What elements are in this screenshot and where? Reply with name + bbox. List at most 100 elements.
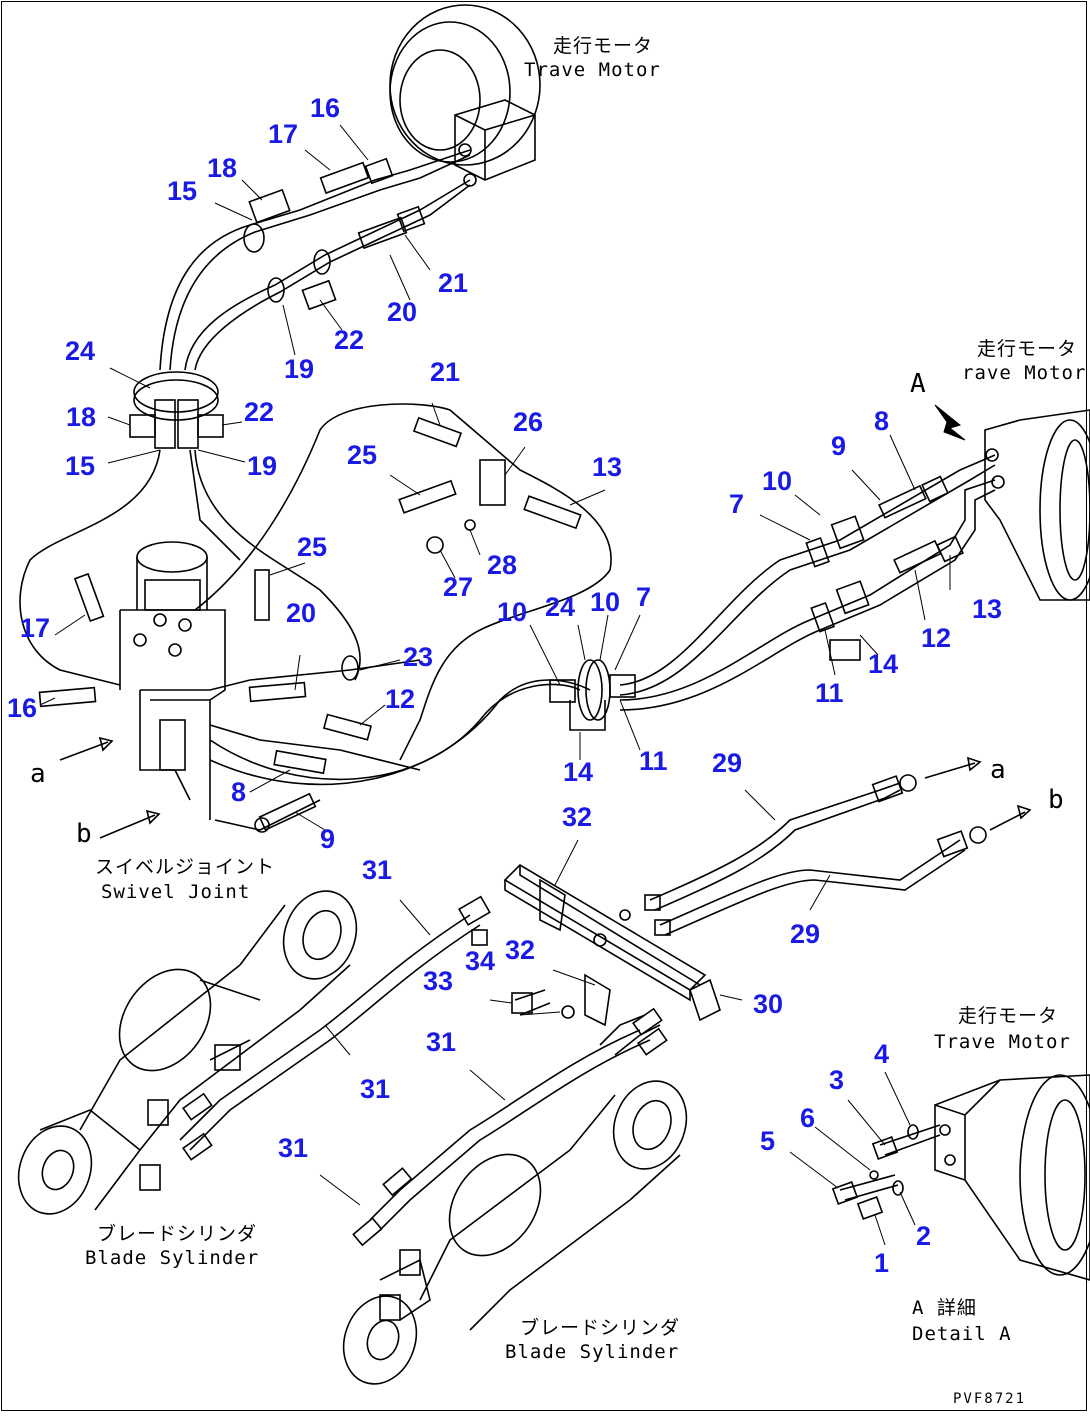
leaders-31	[319, 899, 506, 1206]
part-number: 15	[65, 451, 95, 481]
swivel-joint-label-en: Swivel Joint	[101, 881, 250, 903]
part-number: 5	[760, 1126, 775, 1156]
part-number: 9	[320, 824, 335, 854]
view-a-mark: A	[910, 369, 926, 399]
part-number: 16	[310, 93, 340, 123]
ref-b-mark: b	[76, 819, 92, 849]
part-number: 24	[65, 336, 95, 366]
part-number: 10	[762, 466, 792, 496]
travel-motor-label-en: rave Motor	[962, 362, 1086, 384]
hoses-top	[159, 149, 471, 371]
part-number: 12	[385, 684, 415, 714]
part-number: 26	[513, 407, 543, 437]
part-number: 11	[815, 678, 844, 708]
blade-cylinder-label-jp: ブレードシリンダ	[520, 1316, 680, 1339]
part-number: 20	[387, 297, 417, 327]
hoses-right	[619, 454, 996, 711]
travel-motor-label-jp: 走行モータ	[553, 35, 653, 57]
part-number: 25	[347, 440, 377, 470]
part-number: 7	[729, 489, 744, 519]
travel-motor-label-en: Trave Motor	[524, 59, 661, 81]
reference-marks: A a b a b	[30, 369, 1064, 849]
part-number: 21	[430, 357, 460, 387]
part-number: 30	[753, 989, 783, 1019]
part-number: 10	[590, 587, 620, 617]
leaders-top	[214, 124, 431, 356]
part-number: 33	[423, 966, 453, 996]
view-a-arrow	[934, 404, 966, 441]
part-number: 6	[800, 1103, 815, 1133]
blade-cylinder-left	[17, 890, 358, 1215]
part-number: 23	[403, 642, 433, 672]
travel-motor-label-jp: 走行モータ	[977, 338, 1077, 360]
travel-motor-top	[389, 4, 541, 187]
part-number: 14	[868, 649, 898, 679]
part-number: 15	[167, 176, 197, 206]
detail-a-motor	[831, 1074, 1090, 1281]
detail-a-label-en: Detail A	[912, 1323, 1012, 1345]
swivel-joint	[119, 541, 226, 820]
part-number: 20	[286, 598, 316, 628]
hoses-middle-left	[19, 403, 612, 833]
part-number: 17	[268, 119, 298, 149]
hoses-31	[179, 895, 668, 1247]
frame-bracket-30	[503, 863, 721, 1027]
part-number: 4	[874, 1039, 889, 1069]
part-number: 18	[66, 402, 96, 432]
drawing-code: PVF8721	[953, 1391, 1026, 1407]
blade-cylinder-label-en: Blade Sylinder	[85, 1247, 259, 1269]
hoses-29	[644, 756, 1032, 936]
part-number: 31	[360, 1074, 390, 1104]
part-number: 25	[297, 532, 327, 562]
part-number: 27	[443, 572, 473, 602]
blade-cylinder-label-jp: ブレードシリンダ	[97, 1222, 257, 1245]
detail-a-label-jp: A 詳細	[912, 1297, 977, 1319]
part-number: 32	[562, 802, 592, 832]
part-number: 18	[207, 153, 237, 183]
part-number: 1	[874, 1248, 889, 1278]
part-number: 31	[362, 855, 392, 885]
ref-a-mark: a	[30, 759, 46, 789]
part-number: 12	[921, 623, 951, 653]
part-number: 2	[916, 1221, 931, 1251]
part-number: 8	[874, 406, 889, 436]
blade-cylinder-label-en: Blade Sylinder	[505, 1341, 679, 1363]
leaders-29	[744, 789, 831, 911]
part-number: 21	[438, 268, 468, 298]
part-number: 24	[545, 592, 575, 622]
arrows-ab-left	[59, 736, 161, 839]
ref-a-mark: a	[990, 755, 1006, 785]
part-number: 22	[244, 397, 274, 427]
part-number: 10	[497, 597, 527, 627]
part-number: 29	[790, 919, 820, 949]
part-number: 28	[487, 550, 517, 580]
part-number: 29	[712, 748, 742, 778]
travel-motor-label-jp: 走行モータ	[958, 1005, 1058, 1027]
part-number: 9	[831, 431, 846, 461]
captions: 走行モータ Trave Motor 走行モータ rave Motor スイベルジ…	[85, 35, 1086, 1363]
leaders-right	[529, 434, 951, 760]
bulkhead-fitting-24	[129, 371, 224, 449]
part-number: 7	[636, 582, 651, 612]
bulkhead-center-14	[549, 659, 636, 731]
leaders-detail	[789, 1071, 916, 1246]
part-number: 32	[505, 935, 535, 965]
part-number: 19	[247, 451, 277, 481]
part-number: 31	[426, 1027, 456, 1057]
part-number: 17	[20, 613, 50, 643]
travel-motor-right	[984, 409, 1090, 601]
part-number: 8	[231, 777, 246, 807]
part-number: 34	[465, 946, 495, 976]
part-number: 16	[7, 693, 37, 723]
part-numbers: 16 17 18 15 21 20 22 19 24 18 22 15 19 2…	[7, 93, 1002, 1278]
part-number: 31	[278, 1133, 308, 1163]
leaders-frame	[489, 839, 743, 1016]
part-number: 11	[639, 746, 668, 776]
swivel-joint-label-jp: スイベルジョイント	[95, 856, 275, 878]
part-number: 13	[972, 594, 1002, 624]
leaders-bulkhead	[107, 367, 246, 464]
part-number: 3	[829, 1065, 844, 1095]
leaders-middle-left	[39, 402, 606, 831]
travel-motor-label-en: Trave Motor	[934, 1031, 1071, 1053]
